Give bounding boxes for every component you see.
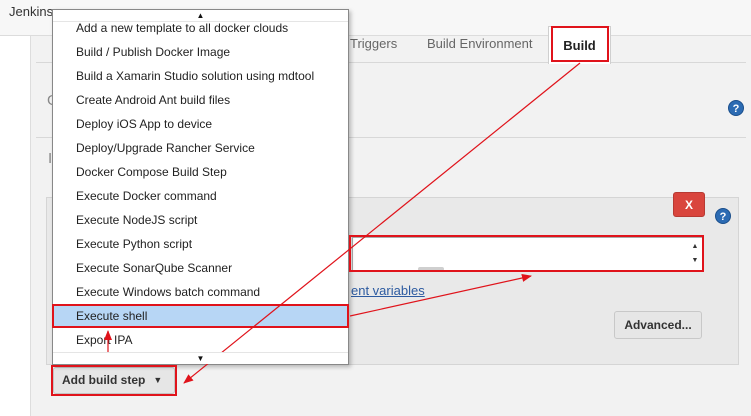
dropdown-item[interactable]: Deploy iOS App to device: [76, 117, 213, 131]
scroll-down-icon[interactable]: ▼: [53, 352, 348, 364]
scroll-up-icon[interactable]: ▲: [691, 243, 699, 250]
left-margin: [0, 36, 30, 416]
textarea-resize-handle[interactable]: [418, 267, 444, 271]
scroll-down-icon[interactable]: ▼: [691, 257, 699, 264]
section-divider: [36, 62, 746, 63]
help-icon[interactable]: ?: [715, 208, 731, 224]
dropdown-item-execute-shell[interactable]: Execute shell: [53, 304, 348, 328]
delete-step-button[interactable]: X: [673, 192, 705, 217]
tab-build-environment[interactable]: Build Environment: [427, 36, 533, 51]
add-build-step-label: Add build step: [62, 373, 146, 387]
textarea-scrollbar[interactable]: ▲ ▼: [690, 240, 700, 270]
tab-build[interactable]: Build: [548, 26, 611, 64]
build-step-dropdown[interactable]: ▲ Add a new template to all docker cloud…: [52, 9, 349, 365]
dropdown-item[interactable]: Execute SonarQube Scanner: [76, 261, 233, 275]
command-textarea[interactable]: ▲ ▼: [352, 237, 703, 271]
tab-triggers[interactable]: Triggers: [350, 36, 398, 51]
dropdown-item[interactable]: Execute Windows batch command: [76, 285, 261, 299]
dropdown-item[interactable]: Docker Compose Build Step: [76, 165, 227, 179]
dropdown-item[interactable]: Deploy/Upgrade Rancher Service: [76, 141, 255, 155]
section-letter: I: [48, 150, 53, 167]
dropdown-list: Add a new template to all docker clouds …: [53, 16, 348, 352]
dropdown-item[interactable]: Execute Python script: [76, 237, 193, 251]
dropdown-item[interactable]: Create Android Ant build files: [76, 93, 231, 107]
dropdown-item[interactable]: Add a new template to all docker clouds: [76, 21, 289, 35]
environment-variables-link[interactable]: ent variables: [351, 283, 425, 298]
dropdown-item[interactable]: Build / Publish Docker Image: [76, 45, 231, 59]
scroll-up-icon[interactable]: ▲: [53, 10, 348, 22]
dropdown-item[interactable]: Export IPA: [76, 333, 133, 347]
advanced-button[interactable]: Advanced...: [614, 311, 702, 339]
dropdown-item[interactable]: Build a Xamarin Studio solution using md…: [76, 69, 315, 83]
dropdown-item[interactable]: Execute Docker command: [76, 189, 217, 203]
caret-down-icon: ▼: [153, 375, 163, 385]
breadcrumb[interactable]: Jenkins: [9, 4, 54, 19]
add-build-step-button[interactable]: Add build step ▼: [53, 367, 175, 394]
dropdown-item[interactable]: Execute NodeJS script: [76, 213, 198, 227]
help-icon[interactable]: ?: [728, 100, 744, 116]
